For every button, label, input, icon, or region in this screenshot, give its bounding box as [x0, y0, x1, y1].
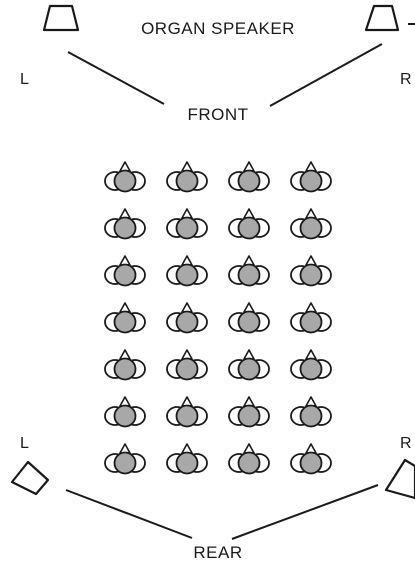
listener-head-icon	[228, 161, 270, 193]
organ-speaker-label: ORGAN SPEAKER	[141, 19, 295, 38]
listener-head-icon	[290, 349, 332, 381]
front-right-speaker-icon	[364, 4, 400, 32]
rear-left-speaker-icon	[10, 460, 50, 496]
listener-head-icon	[104, 443, 146, 475]
rear-right-line	[231, 484, 379, 540]
listener-head-icon	[166, 161, 208, 193]
listener-head-icon	[228, 349, 270, 381]
listener-head-icon	[228, 255, 270, 287]
rear-left-channel-label: L	[20, 435, 29, 452]
listener-head-icon	[166, 208, 208, 240]
listener-head-icon	[104, 255, 146, 287]
listener-head-icon	[290, 443, 332, 475]
listener-head-icon	[104, 302, 146, 334]
audience-seating-grid	[104, 161, 332, 475]
listener-head-icon	[166, 396, 208, 428]
rear-right-channel-label: R	[400, 435, 412, 452]
front-right-channel-label: R	[400, 71, 412, 88]
rear-label: REAR	[193, 543, 242, 562]
listener-head-icon	[104, 208, 146, 240]
front-label: FRONT	[187, 105, 248, 124]
rear-left-line	[65, 489, 193, 539]
listener-head-icon	[228, 396, 270, 428]
listener-head-icon	[228, 302, 270, 334]
listener-head-icon	[166, 255, 208, 287]
listener-head-icon	[166, 349, 208, 381]
listener-head-icon	[290, 396, 332, 428]
listener-head-icon	[228, 443, 270, 475]
listener-head-icon	[290, 208, 332, 240]
listener-head-icon	[104, 161, 146, 193]
listener-head-icon	[166, 443, 208, 475]
front-left-line	[67, 51, 165, 105]
front-left-speaker-icon	[42, 4, 80, 32]
front-right-line	[269, 43, 383, 107]
listener-head-icon	[228, 208, 270, 240]
rear-right-speaker-icon	[384, 458, 415, 500]
listener-head-icon	[104, 396, 146, 428]
listener-head-icon	[290, 161, 332, 193]
listener-head-icon	[166, 302, 208, 334]
listener-head-icon	[290, 302, 332, 334]
listener-head-icon	[290, 255, 332, 287]
listener-head-icon	[104, 349, 146, 381]
front-left-channel-label: L	[20, 71, 29, 88]
